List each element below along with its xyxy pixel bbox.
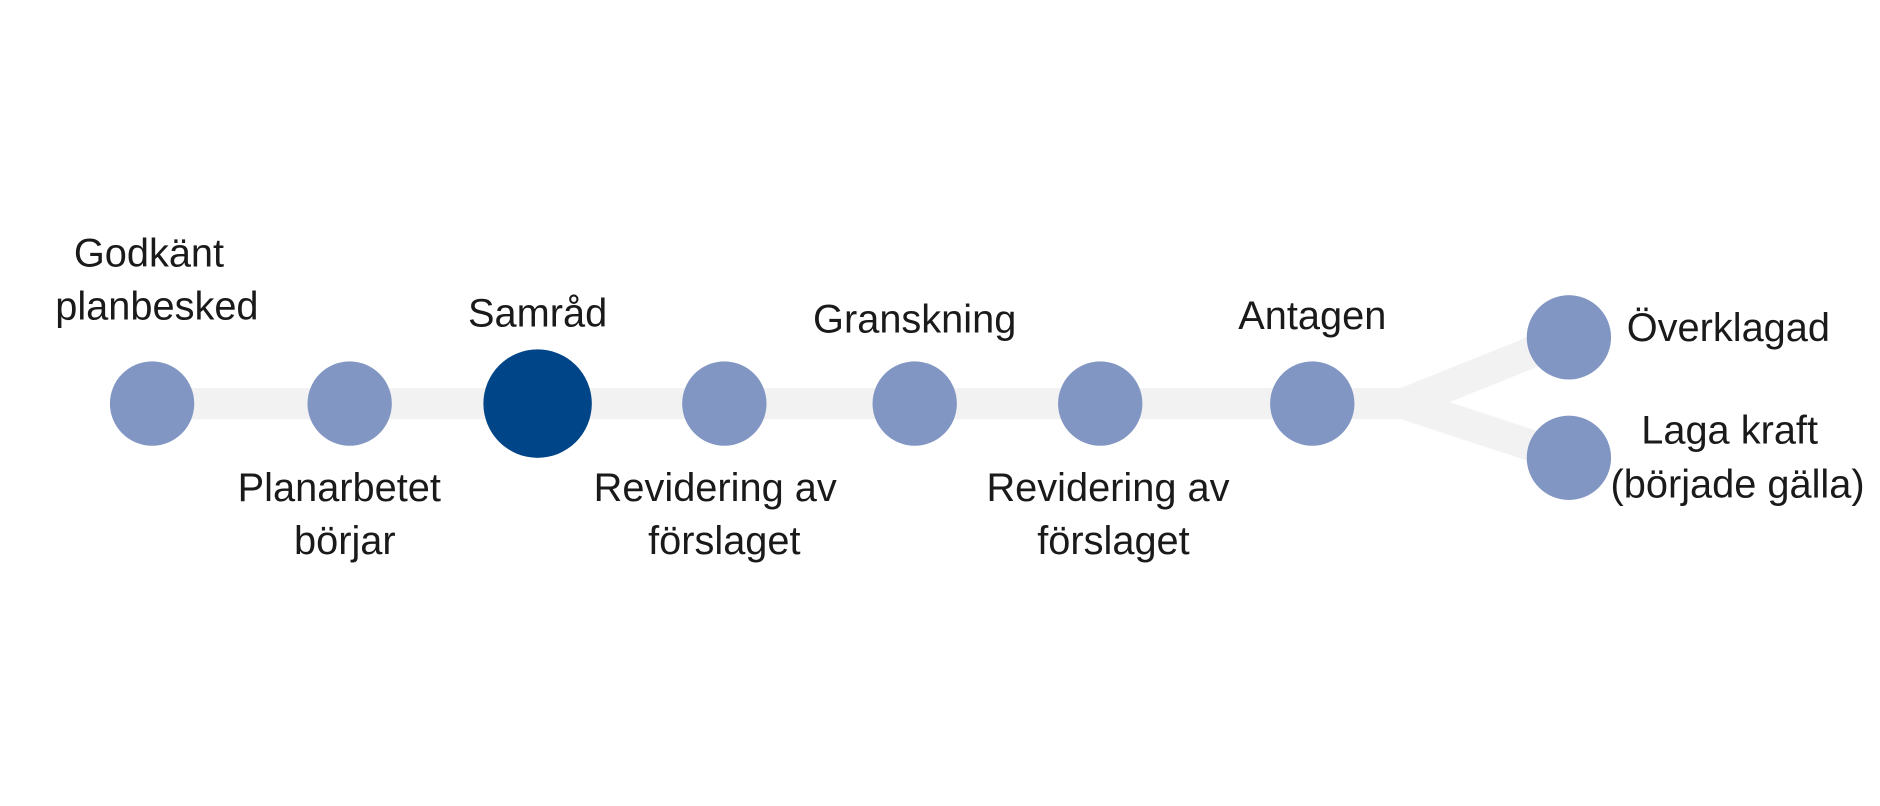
outcome-label-appealed: Överklagad — [1627, 306, 1830, 350]
step-node-adopted — [1270, 361, 1355, 446]
step-label-review: Granskning — [813, 298, 1016, 342]
step-node-revision-2 — [1058, 361, 1143, 446]
step-node-consultation-current — [483, 349, 592, 458]
step-label-planning-starts: Planarbetet börjar — [238, 466, 452, 563]
step-label-consultation: Samråd — [468, 291, 607, 335]
step-node-review — [872, 361, 957, 446]
step-label-revision-1: Revidering av förslaget — [594, 466, 848, 563]
step-label-adopted: Antagen — [1238, 294, 1386, 338]
outcome-label-legal-force: Laga kraft (började gälla) — [1611, 408, 1865, 506]
step-node-planning-starts — [307, 361, 392, 446]
outcome-node-legal-force — [1526, 415, 1612, 500]
step-label-revision-2: Revidering av förslaget — [986, 466, 1240, 563]
step-node-approved-plan-notice — [109, 361, 195, 446]
step-node-revision-1 — [682, 361, 767, 446]
step-label-approved-plan-notice: Godkänt planbesked — [55, 231, 258, 328]
outcome-node-appealed — [1526, 295, 1612, 380]
